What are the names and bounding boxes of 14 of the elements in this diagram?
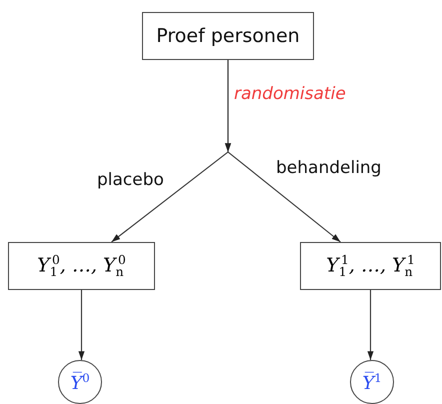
arrow [224,60,341,242]
node-label: Proef personen [156,25,300,47]
math-formula: Y̅$^{1}$ [362,370,382,394]
process-box [142,12,314,60]
arrow [78,290,85,360]
edge-label: behandeling [276,158,382,178]
edge-label: placebo [97,170,164,190]
mean-circle [350,360,394,404]
process-box [300,242,441,290]
mean-circle [58,360,102,404]
annotation-label: randomisatie [234,84,346,104]
process-box [8,242,155,290]
math-formula: Y̅$^{0}$ [70,370,90,394]
arrow [367,290,374,360]
